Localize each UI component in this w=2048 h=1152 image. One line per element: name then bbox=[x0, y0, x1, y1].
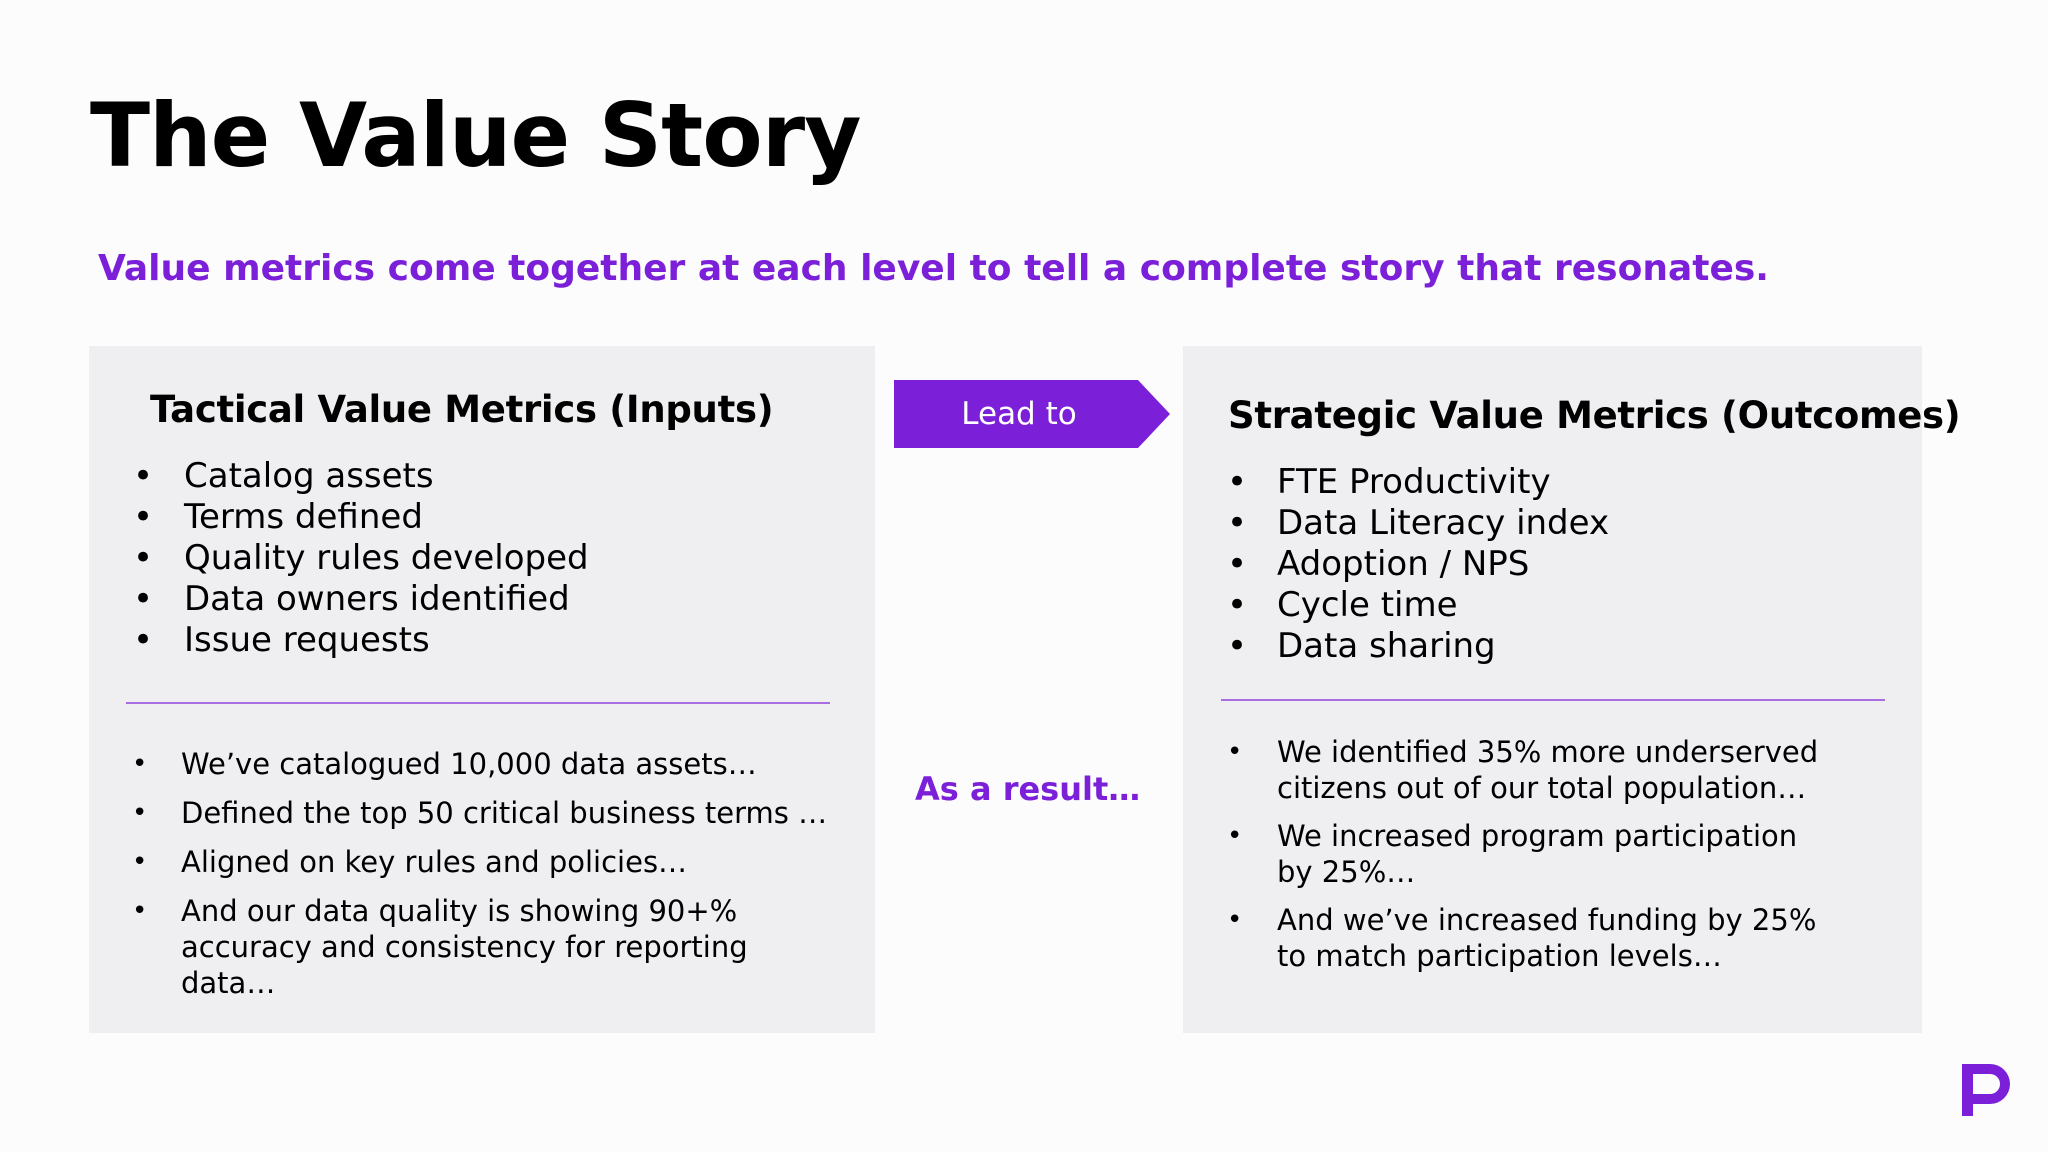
strategic-metrics-panel: Strategic Value Metrics (Outcomes) FTE P… bbox=[1183, 346, 1961, 1033]
tactical-statements-list: We’ve catalogued 10,000 data assets… Def… bbox=[132, 746, 832, 1014]
strategic-metrics-heading: Strategic Value Metrics (Outcomes) bbox=[1228, 394, 1961, 437]
strategic-metrics-list: FTE Productivity Data Literacy index Ado… bbox=[1227, 462, 1609, 667]
list-item: Quality rules developed bbox=[133, 538, 589, 579]
divider bbox=[1221, 699, 1885, 701]
brand-p-logo-icon bbox=[1960, 1060, 2012, 1118]
tactical-metrics-list: Catalog assets Terms defined Quality rul… bbox=[133, 456, 589, 661]
list-item: And we’ve increased funding by 25% to ma… bbox=[1227, 902, 1827, 974]
list-item: We identified 35% more underserved citiz… bbox=[1227, 734, 1827, 806]
list-item: Adoption / NPS bbox=[1227, 544, 1609, 585]
list-item: Data sharing bbox=[1227, 626, 1609, 667]
list-item: Data Literacy index bbox=[1227, 503, 1609, 544]
list-item: Data owners identified bbox=[133, 579, 589, 620]
list-item: FTE Productivity bbox=[1227, 462, 1609, 503]
list-item: And our data quality is showing 90+% acc… bbox=[132, 893, 832, 1001]
list-item: Terms defined bbox=[133, 497, 589, 538]
list-item: Catalog assets bbox=[133, 456, 589, 497]
list-item: Issue requests bbox=[133, 620, 589, 661]
lead-to-label: Lead to bbox=[961, 396, 1077, 432]
lead-to-arrow: Lead to bbox=[894, 380, 1170, 448]
list-item: Defined the top 50 critical business ter… bbox=[132, 795, 832, 831]
slide-subtitle: Value metrics come together at each leve… bbox=[98, 248, 1769, 289]
list-item: Cycle time bbox=[1227, 585, 1609, 626]
strategic-statements-list: We identified 35% more underserved citiz… bbox=[1227, 734, 1827, 986]
tactical-metrics-heading: Tactical Value Metrics (Inputs) bbox=[150, 388, 774, 431]
list-item: We’ve catalogued 10,000 data assets… bbox=[132, 746, 832, 782]
as-a-result-label: As a result… bbox=[915, 770, 1141, 808]
slide-title: The Value Story bbox=[90, 84, 861, 187]
arrow-shape-icon bbox=[894, 380, 1170, 448]
list-item: We increased program participation by 25… bbox=[1227, 818, 1827, 890]
tactical-metrics-panel: Tactical Value Metrics (Inputs) Catalog … bbox=[89, 346, 875, 1033]
divider bbox=[126, 702, 830, 704]
list-item: Aligned on key rules and policies… bbox=[132, 844, 832, 880]
